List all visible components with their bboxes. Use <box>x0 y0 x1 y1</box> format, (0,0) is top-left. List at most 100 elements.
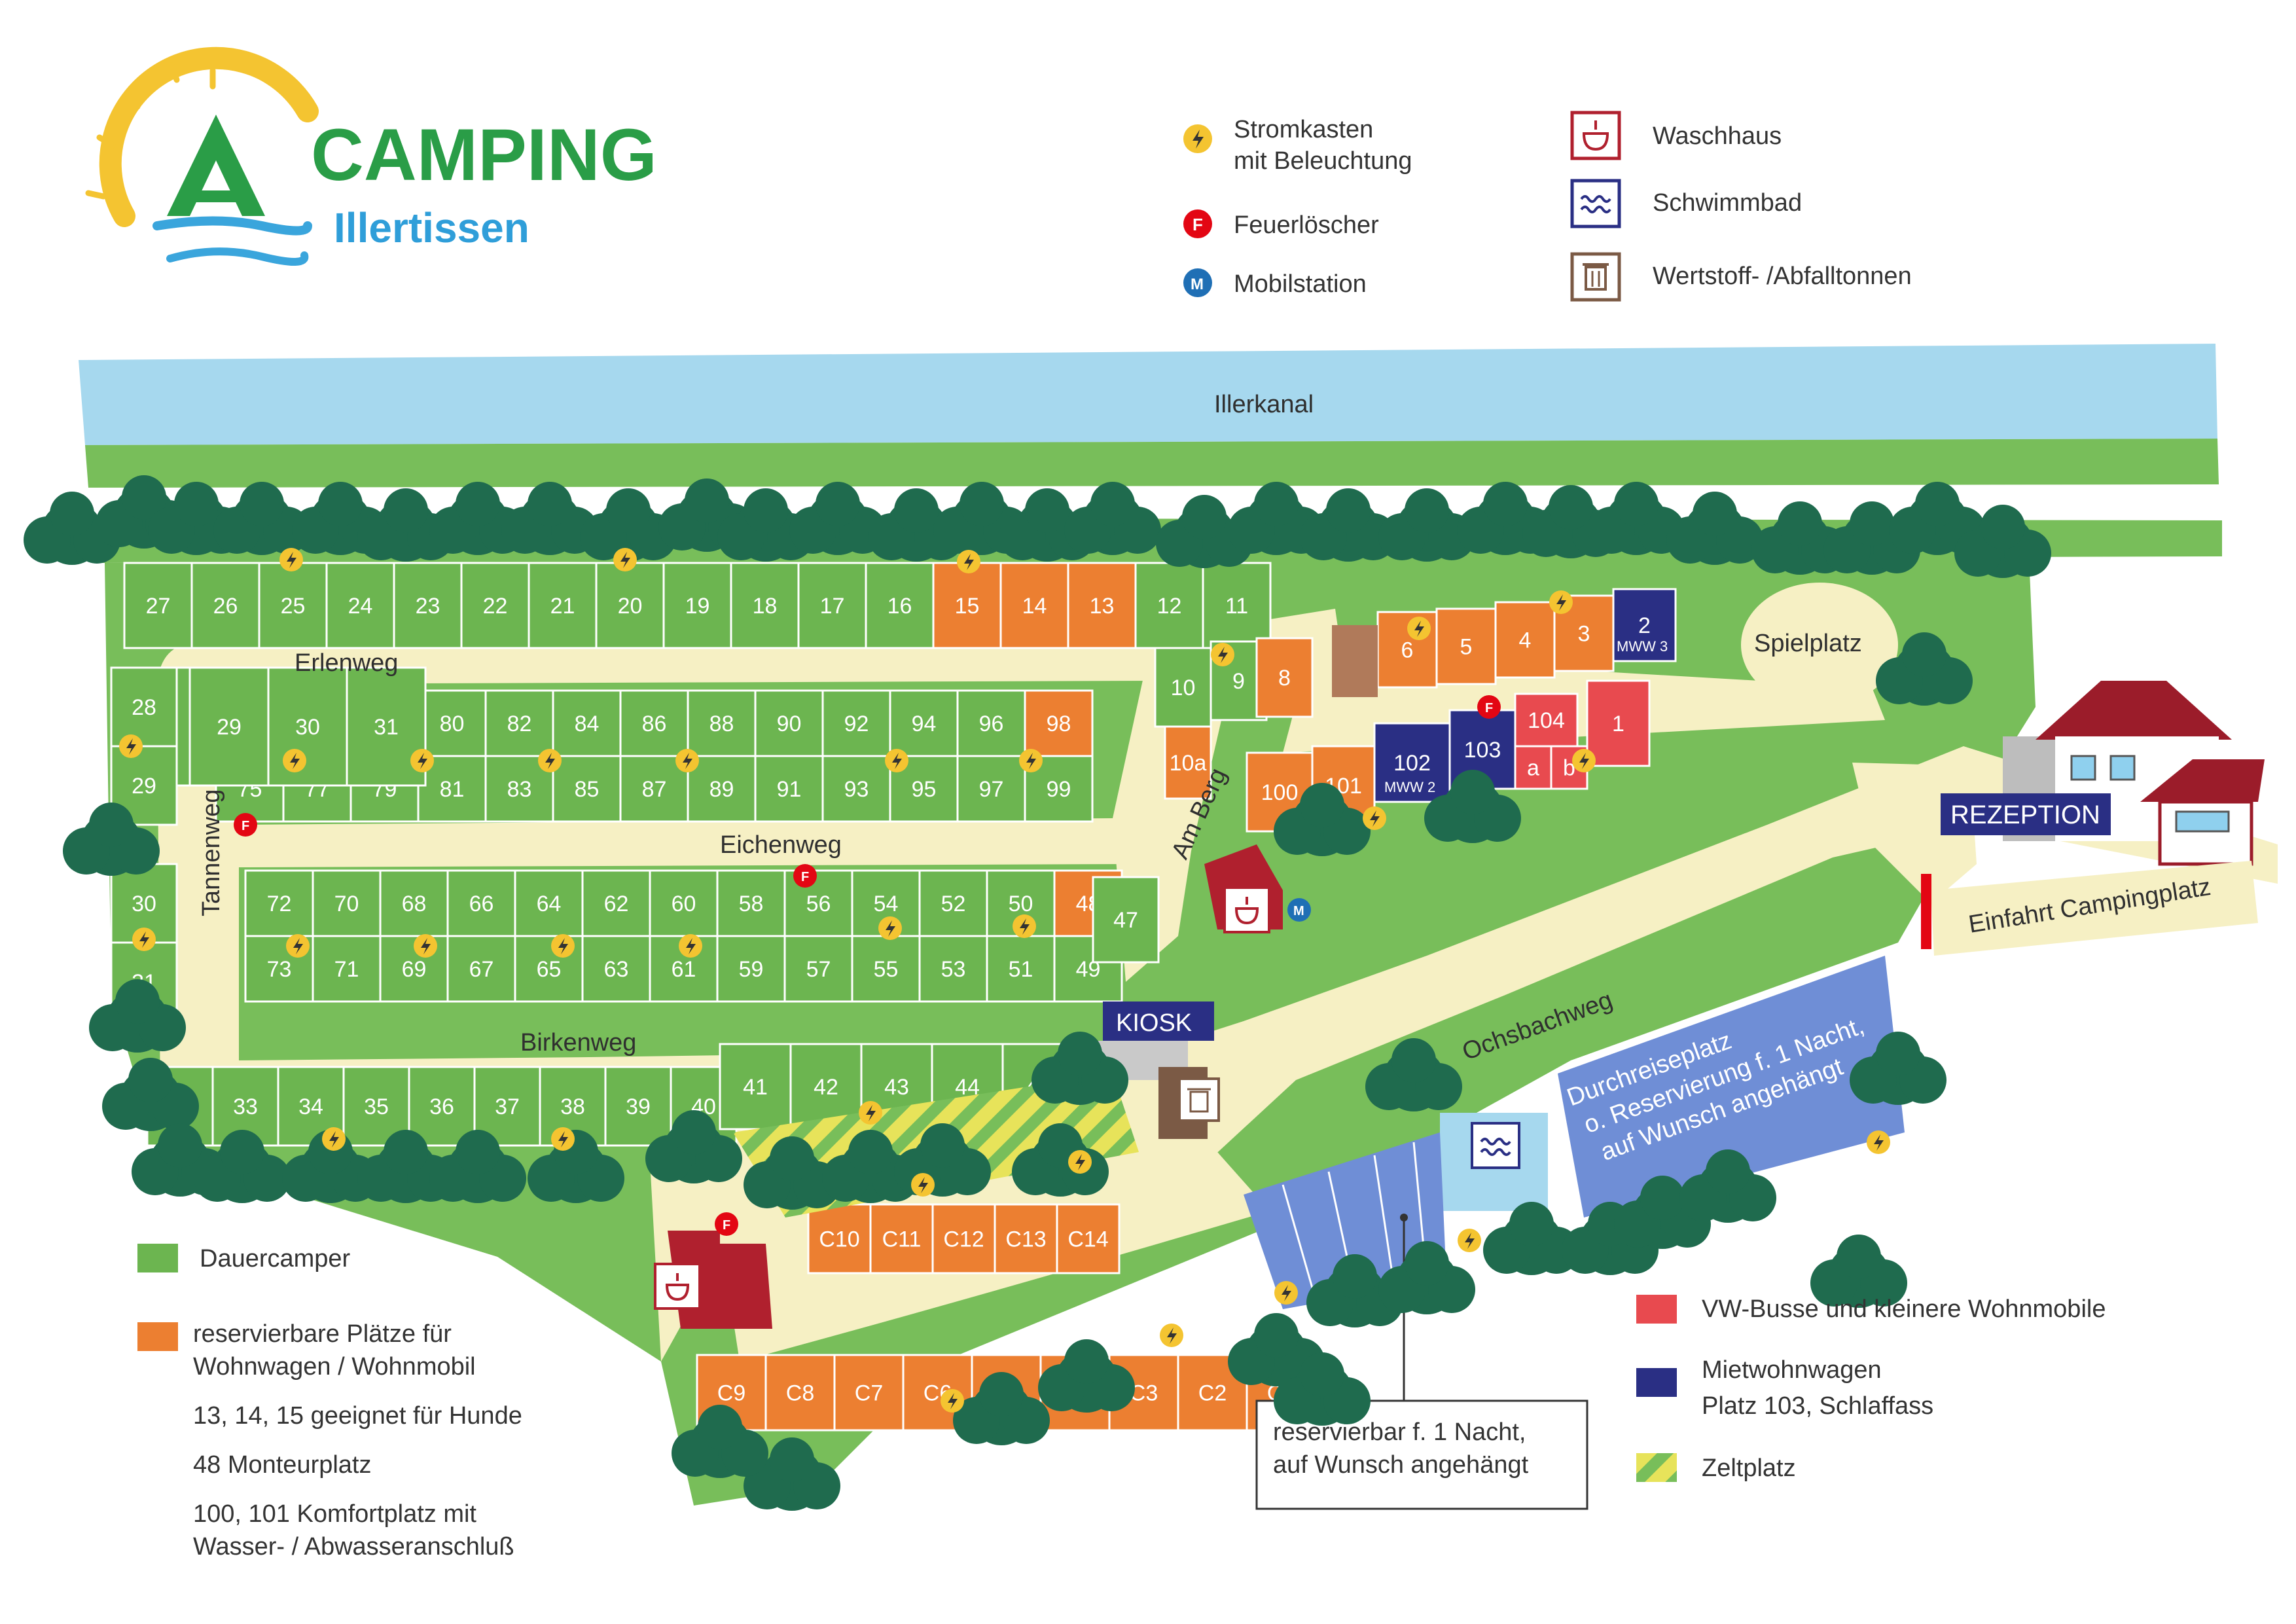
plot-label: 37 <box>495 1094 520 1119</box>
plot-91[interactable]: 91 <box>754 755 824 823</box>
plot-24[interactable]: 24 <box>325 562 395 649</box>
plot-23[interactable]: 23 <box>393 562 463 649</box>
plot-66[interactable]: 66 <box>446 869 516 937</box>
plot-92[interactable]: 92 <box>821 689 891 757</box>
plot-C8[interactable]: C8 <box>764 1354 836 1432</box>
plot-88[interactable]: 88 <box>687 689 757 757</box>
plot-52[interactable]: 52 <box>918 869 988 937</box>
plot-label: 22 <box>483 594 508 619</box>
plot-96[interactable]: 96 <box>956 689 1026 757</box>
plot-71[interactable]: 71 <box>312 935 382 1003</box>
plot-C7[interactable]: C7 <box>833 1354 905 1432</box>
plot-68[interactable]: 68 <box>379 869 449 937</box>
plot-30[interactable]: 30 <box>267 666 348 787</box>
plot-14[interactable]: 14 <box>999 562 1069 649</box>
plot-25[interactable]: 25 <box>258 562 328 649</box>
plot-12[interactable]: 12 <box>1134 562 1204 649</box>
plot-19[interactable]: 19 <box>662 562 732 649</box>
plot-86[interactable]: 86 <box>619 689 689 757</box>
plot-102[interactable]: 102 <box>1373 722 1451 803</box>
tree-icon <box>1274 1352 1371 1426</box>
plot-label: 27 <box>146 594 171 619</box>
plot-21[interactable]: 21 <box>528 562 598 649</box>
plot-1[interactable]: 1 <box>1586 679 1651 767</box>
plot-84[interactable]: 84 <box>552 689 622 757</box>
plot-label: 29 <box>217 715 242 740</box>
lightning-icon <box>1274 1281 1298 1305</box>
plot-47[interactable]: 47 <box>1092 876 1160 964</box>
plot-26[interactable]: 26 <box>190 562 260 649</box>
plot-90[interactable]: 90 <box>754 689 824 757</box>
lightning-icon <box>1407 617 1431 640</box>
plot-10[interactable]: 10 <box>1154 647 1212 728</box>
plot-13[interactable]: 13 <box>1067 562 1137 649</box>
plot-51[interactable]: 51 <box>986 935 1056 1003</box>
legend-note-monteur: 48 Monteurplatz <box>193 1451 372 1479</box>
tree-icon <box>1365 1038 1462 1111</box>
plot-67[interactable]: 67 <box>446 935 516 1003</box>
plot-label: C10 <box>819 1227 859 1252</box>
plot-58[interactable]: 58 <box>716 869 786 937</box>
plot-C13[interactable]: C13 <box>994 1203 1058 1274</box>
plot-85[interactable]: 85 <box>552 755 622 823</box>
plot-a[interactable]: a <box>1514 745 1552 790</box>
plot-72[interactable]: 72 <box>244 869 314 937</box>
plot-C14[interactable]: C14 <box>1056 1203 1121 1274</box>
plot-label: 58 <box>739 892 764 916</box>
plot-89[interactable]: 89 <box>687 755 757 823</box>
plot-label: 12 <box>1157 594 1182 619</box>
plot-39[interactable]: 39 <box>604 1066 672 1147</box>
plot-49[interactable]: 49 <box>1053 935 1123 1003</box>
lightning-icon <box>1183 124 1212 153</box>
plot-C10[interactable]: C10 <box>807 1203 872 1274</box>
trees <box>24 475 2051 1511</box>
plot-55[interactable]: 55 <box>851 935 921 1003</box>
plot-97[interactable]: 97 <box>956 755 1026 823</box>
plot-C12[interactable]: C12 <box>931 1203 996 1274</box>
plot-10a[interactable]: 10a <box>1164 725 1212 800</box>
sun-rays <box>85 62 216 200</box>
plot-5[interactable]: 5 <box>1435 607 1497 685</box>
plot-60[interactable]: 60 <box>649 869 719 937</box>
plot-20[interactable]: 20 <box>595 562 665 649</box>
plot-8[interactable]: 8 <box>1255 637 1314 718</box>
plot-37[interactable]: 37 <box>473 1066 541 1147</box>
plot-11[interactable]: 11 <box>1202 562 1272 649</box>
plot-70[interactable]: 70 <box>312 869 382 937</box>
lightning-icon <box>132 928 156 951</box>
plot-63[interactable]: 63 <box>581 935 651 1003</box>
plot-73[interactable]: 73 <box>244 935 314 1003</box>
plot-15[interactable]: 15 <box>932 562 1002 649</box>
plot-4[interactable]: 4 <box>1494 601 1556 679</box>
plot-29[interactable]: 29 <box>188 666 270 787</box>
plot-41[interactable]: 41 <box>719 1043 792 1130</box>
tree-icon <box>1483 1202 1580 1275</box>
plot-98[interactable]: 98 <box>1024 689 1094 757</box>
plot-16[interactable]: 16 <box>865 562 935 649</box>
plot-80[interactable]: 80 <box>417 689 487 757</box>
plot-62[interactable]: 62 <box>581 869 651 937</box>
plot-59[interactable]: 59 <box>716 935 786 1003</box>
plot-2[interactable]: 2 <box>1612 588 1677 662</box>
plot-64[interactable]: 64 <box>514 869 584 937</box>
plot-22[interactable]: 22 <box>460 562 530 649</box>
plot-94[interactable]: 94 <box>889 689 959 757</box>
lightning-icon <box>878 916 902 940</box>
plot-53[interactable]: 53 <box>918 935 988 1003</box>
plot-label: 90 <box>777 712 802 736</box>
plot-93[interactable]: 93 <box>821 755 891 823</box>
plot-label: 36 <box>429 1094 454 1119</box>
plot-28[interactable]: 28 <box>110 666 178 748</box>
plot-57[interactable]: 57 <box>783 935 853 1003</box>
plot-17[interactable]: 17 <box>797 562 867 649</box>
plot-27[interactable]: 27 <box>123 562 193 649</box>
plot-104[interactable]: 104 <box>1514 693 1579 748</box>
plot-82[interactable]: 82 <box>484 689 554 757</box>
plot-36[interactable]: 36 <box>408 1066 476 1147</box>
plot-18[interactable]: 18 <box>730 562 800 649</box>
svg-text:F: F <box>242 819 249 833</box>
plot-C11[interactable]: C11 <box>869 1203 934 1274</box>
plot-label: 18 <box>753 594 778 619</box>
plot-87[interactable]: 87 <box>619 755 689 823</box>
svg-text:M: M <box>1293 904 1304 918</box>
